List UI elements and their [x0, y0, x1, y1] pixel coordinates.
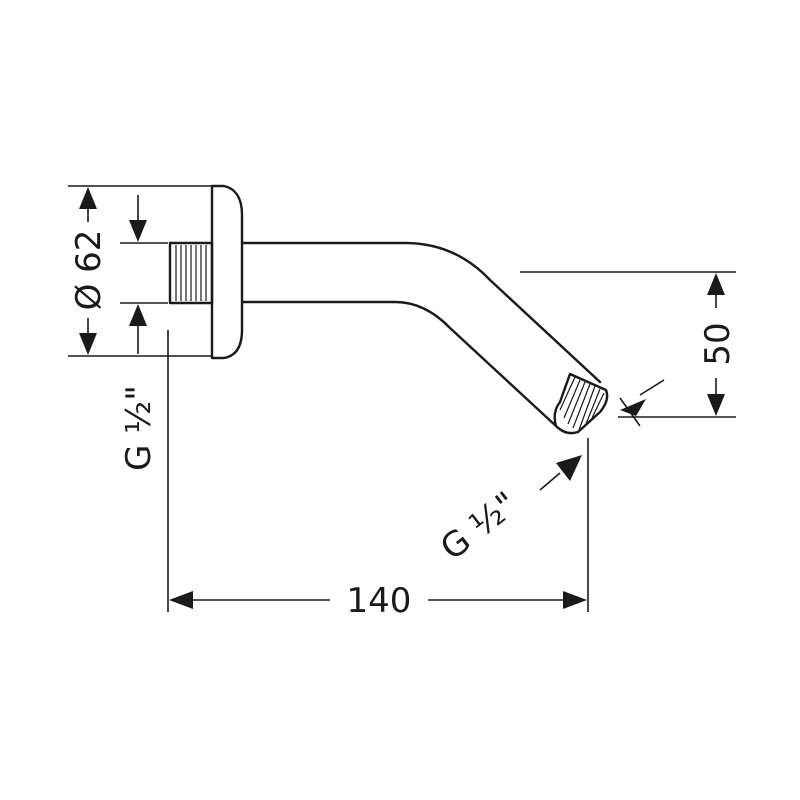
- drop-label: 50: [698, 322, 738, 365]
- outlet-thread-dimension: G ½": [433, 379, 665, 568]
- outlet-thread-label: G ½": [433, 484, 525, 568]
- outlet-thread-end: [553, 372, 609, 435]
- diameter-dimension: Ø 62: [69, 187, 109, 355]
- inlet-thread-label: G ½": [119, 385, 159, 471]
- shower-arm: [240, 241, 602, 428]
- drop-dimension: 50: [698, 273, 738, 416]
- inlet-thread-nipple: [168, 241, 214, 305]
- extension-lines: [68, 185, 736, 612]
- inlet-thread-dimension: G ½": [119, 195, 159, 471]
- length-label: 140: [347, 581, 412, 621]
- wall-flange: [210, 184, 244, 360]
- length-dimension: 140: [169, 581, 587, 621]
- diameter-label: Ø 62: [69, 230, 109, 311]
